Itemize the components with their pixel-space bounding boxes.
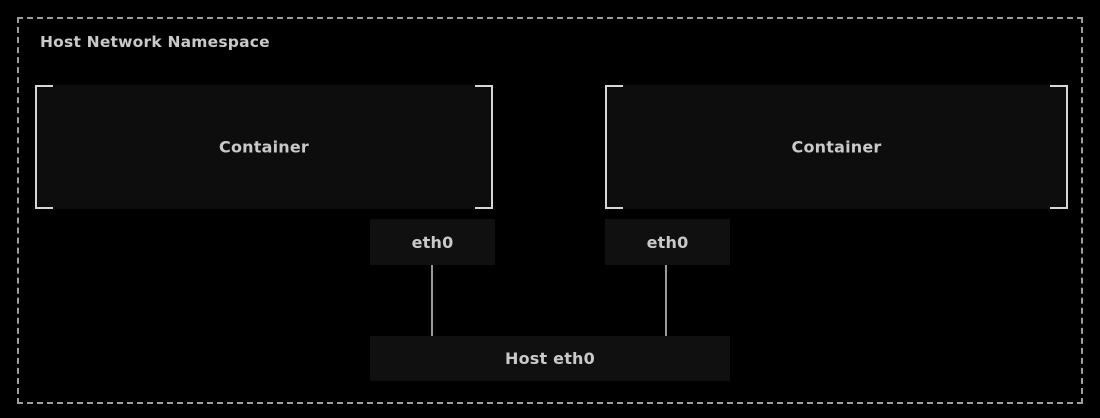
container-2-eth0-box: eth0 (605, 219, 730, 265)
container-1-eth0-label: eth0 (411, 232, 454, 252)
container-label-1: Container (219, 137, 309, 157)
connector-line-container-2 (665, 265, 667, 336)
host-eth0-label: Host eth0 (505, 349, 595, 368)
container-1-eth0-box: eth0 (370, 219, 495, 265)
container-box-1: Container (35, 85, 493, 209)
host-eth0-box: Host eth0 (370, 336, 730, 381)
namespace-title: Host Network Namespace (40, 33, 270, 51)
container-2-eth0-label: eth0 (646, 232, 689, 252)
host-network-namespace-boundary (17, 17, 1083, 404)
container-label-2: Container (791, 137, 882, 157)
container-box-2: Container (605, 85, 1068, 209)
connector-line-container-1 (431, 265, 433, 336)
